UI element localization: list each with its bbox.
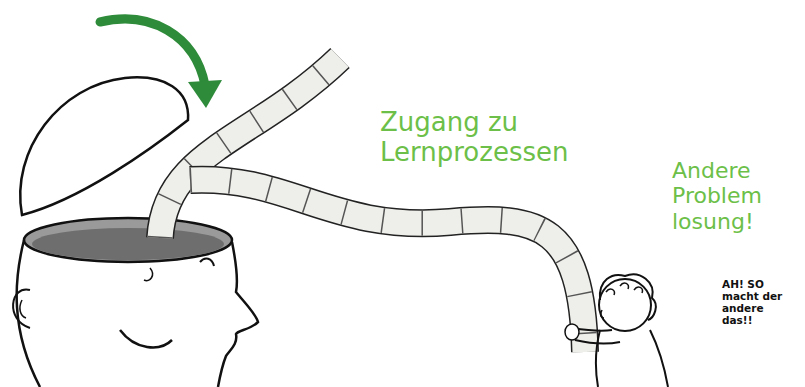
green-heading: Zugang zu Lernprozessen: [380, 108, 565, 168]
speech-text: AH! SO macht der andere das!!: [722, 278, 788, 326]
film-strip: [160, 58, 585, 352]
child-figure: [565, 274, 668, 387]
head: [13, 218, 258, 387]
green-note: Andere Problem losung!: [672, 158, 772, 234]
